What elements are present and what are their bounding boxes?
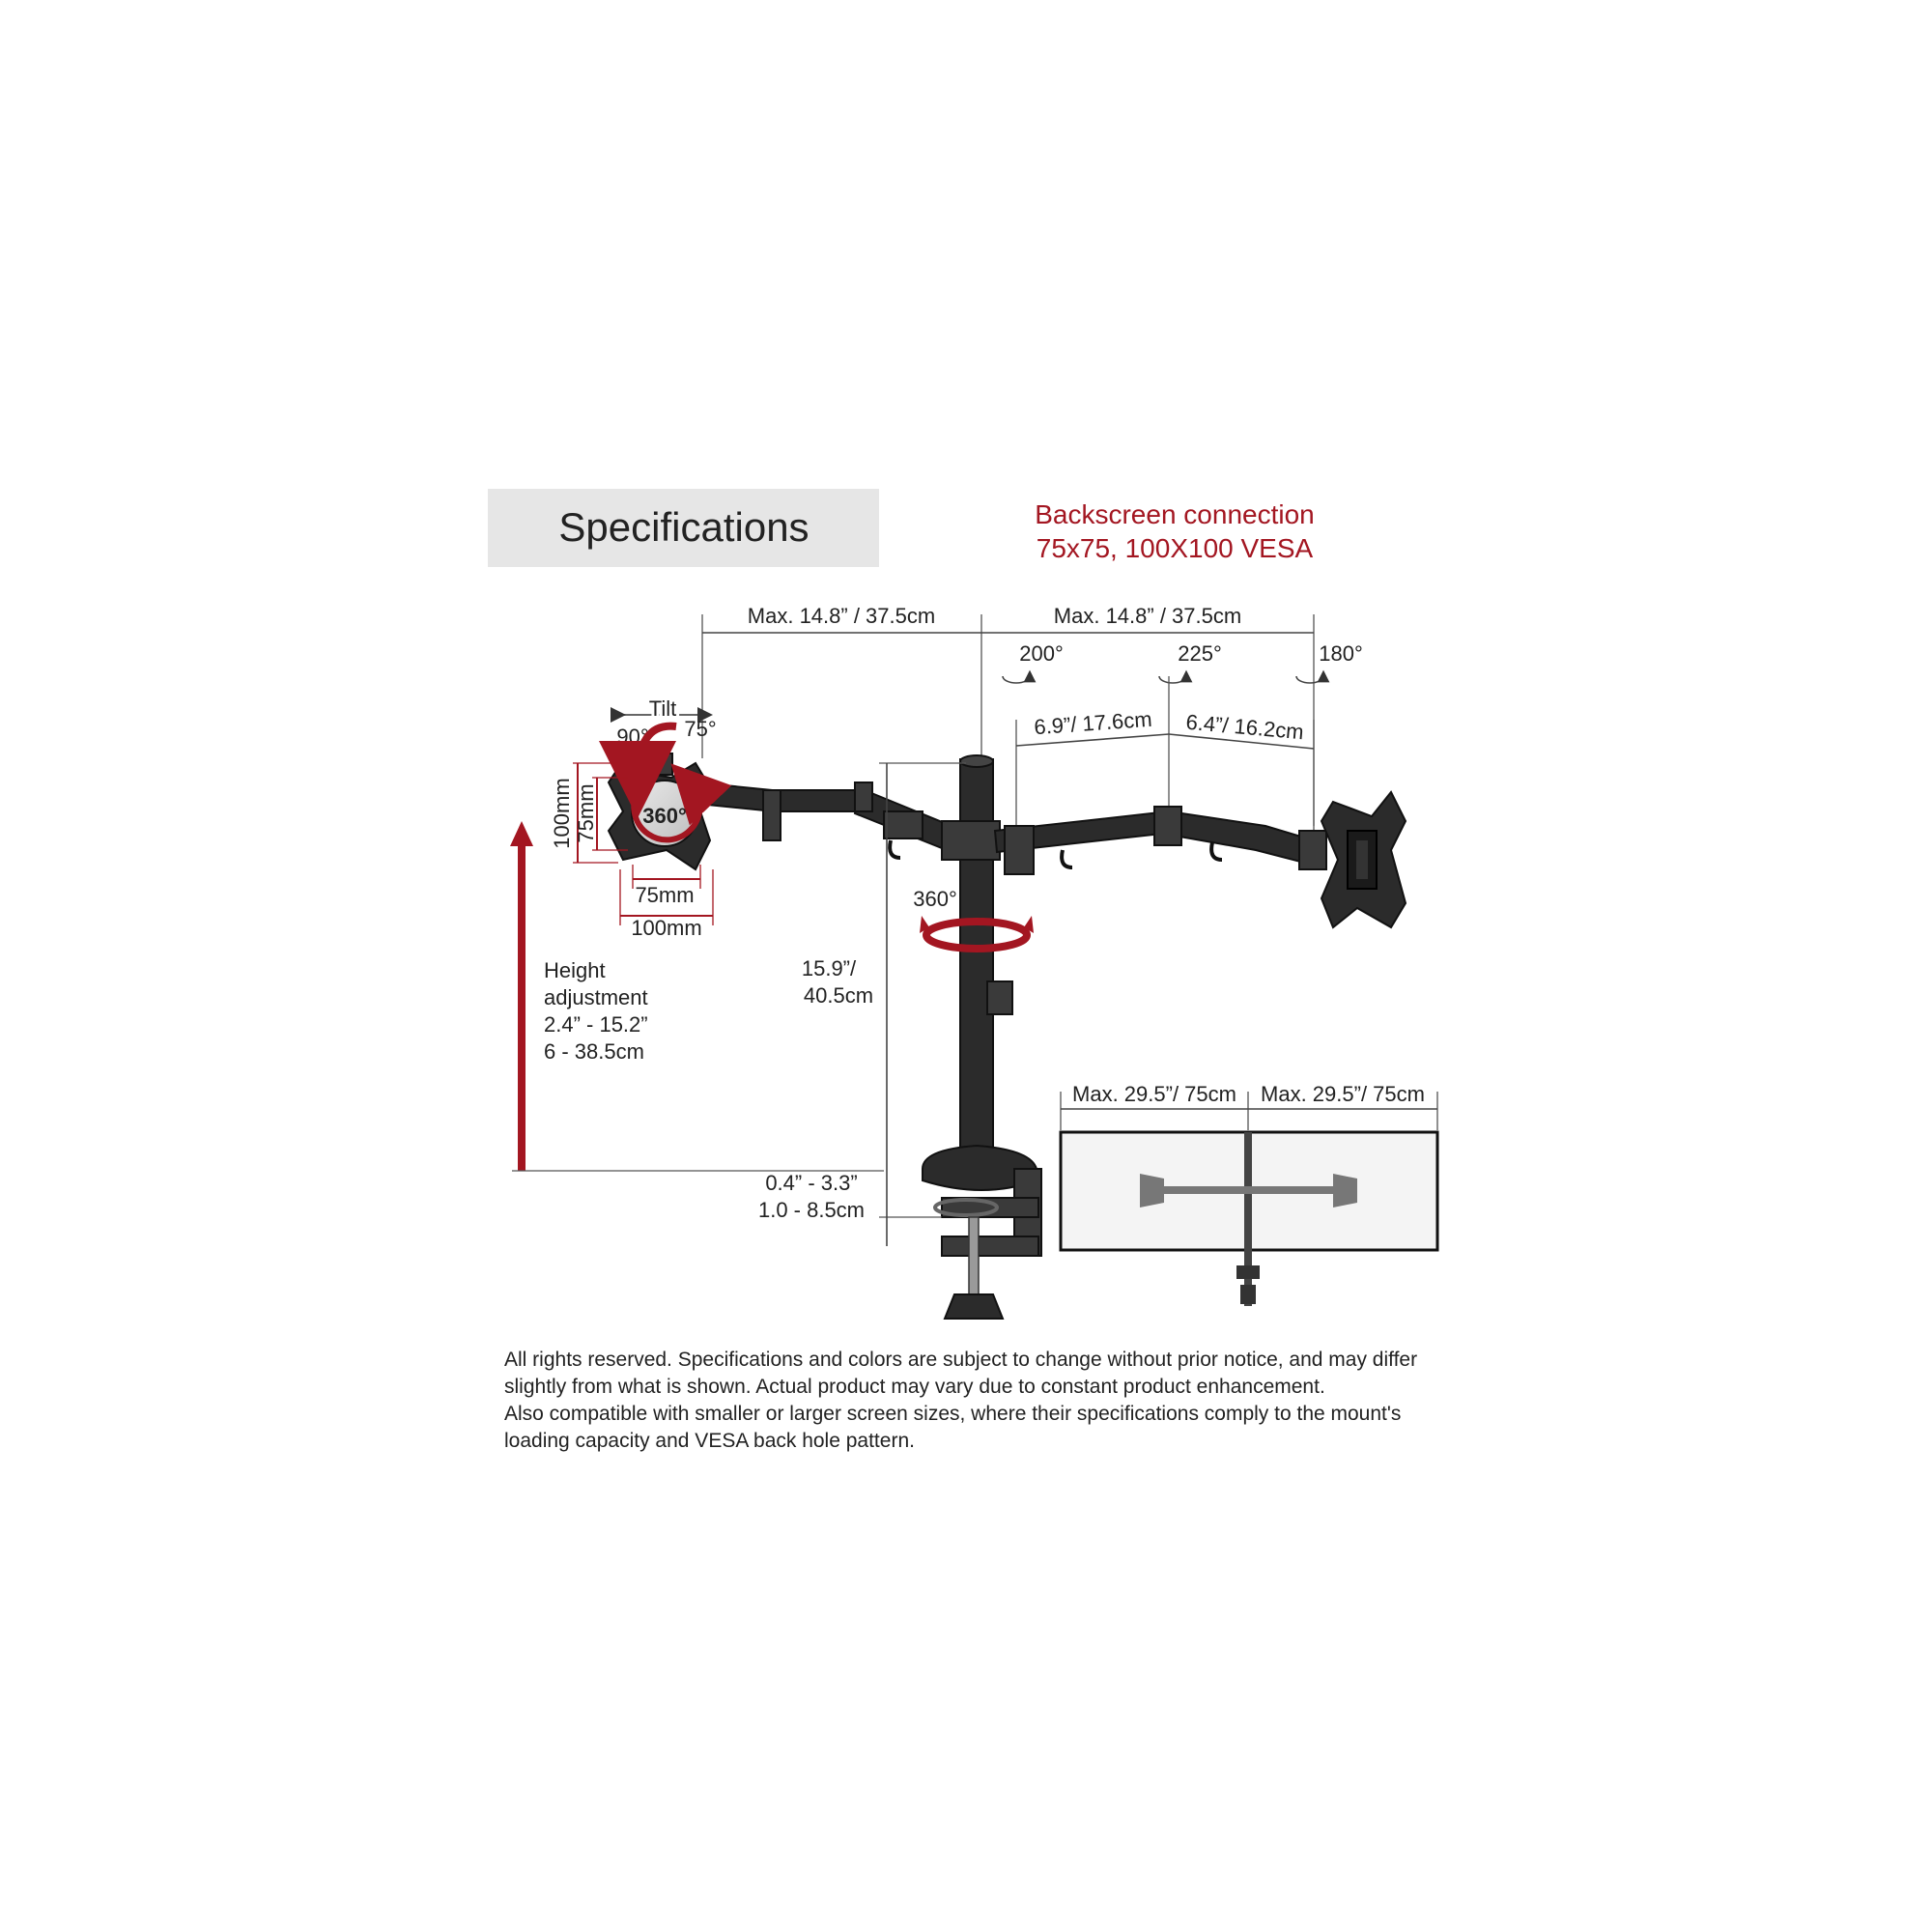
inner-segment-length: 6.9”/ 17.6cm [1034,707,1153,739]
footer-line3: Also compatible with smaller or larger s… [504,1403,1401,1425]
right-vesa-plate [1320,790,1407,929]
pole-height-dimension: 15.9”/ 40.5cm [802,762,966,1171]
pole-rotation: 360° [913,887,1034,952]
rotate-360-pole-icon [923,918,1031,952]
height-adj-line3: 2.4” - 15.2” [544,1012,648,1037]
joint-rotation-200: 200° [1019,641,1064,666]
desk-clamp [922,1144,1042,1320]
footer-line2: slightly from what is shown. Actual prod… [504,1376,1325,1398]
panel-rotation-label: 360° [642,804,687,828]
vesa-dimensions: 100mm 75mm 75mm 100mm [550,762,714,940]
tilt-indicator: Tilt 90° 75° [599,694,717,818]
joint-rotation-180: 180° [1319,641,1363,666]
footer-line4: loading capacity and VESA back hole patt… [504,1430,915,1452]
footer-line1: All rights reserved. Specifications and … [504,1349,1417,1371]
vesa-height-outer: 100mm [550,778,574,848]
footer-disclaimer: All rights reserved. Specifications and … [504,1349,1417,1452]
left-arm [694,781,1001,861]
connection-heading: Backscreen connection [1035,499,1315,529]
pole-height-line1: 15.9”/ [802,956,857,980]
rotate-arrow-icon [1002,669,1037,684]
left-arm-reach-label: Max. 14.8” / 37.5cm [748,604,935,628]
height-adj-line1: Height [544,958,606,982]
rotate-arrow-icon [1295,669,1330,684]
outer-segment-length: 6.4”/ 16.2cm [1185,710,1305,745]
page-title: Specifications [558,504,809,550]
height-adj-line4: 6 - 38.5cm [544,1039,644,1064]
pole-height-line2: 40.5cm [804,983,873,1008]
height-adjustment: Height adjustment 2.4” - 15.2” 6 - 38.5c… [510,821,884,1172]
height-adj-line2: adjustment [544,985,648,1009]
right-screen-max: Max. 29.5”/ 75cm [1261,1082,1425,1106]
joint-rotation-225: 225° [1178,641,1222,666]
joint-rotations: 200° 225° 180° [1002,641,1363,684]
vesa-width-outer: 100mm [631,916,701,940]
tilt-down-label: 75° [684,717,716,741]
clamp-dimension: 0.4” - 3.3” 1.0 - 8.5cm [758,1171,942,1246]
left-screen-max: Max. 29.5”/ 75cm [1072,1082,1236,1106]
screens-inset: Max. 29.5”/ 75cm Max. 29.5”/ 75cm [1059,1082,1439,1306]
vesa-standard: 75x75, 100X100 VESA [1037,533,1314,563]
tilt-label: Tilt [649,696,677,721]
clamp-range-cm: 1.0 - 8.5cm [758,1198,865,1222]
vesa-width-inner: 75mm [635,883,694,907]
title-box [488,489,879,567]
right-arm-reach-label: Max. 14.8” / 37.5cm [1054,604,1241,628]
reach-dimensions: Max. 14.8” / 37.5cm Max. 14.8” / 37.5cm [701,604,1315,826]
rotate-arrow-icon [1158,669,1193,684]
clamp-range-inches: 0.4” - 3.3” [765,1171,857,1195]
pole [959,754,1013,1166]
tilt-arrow-icon [599,722,677,818]
pole-rotation-label: 360° [913,887,957,911]
left-vesa-plate: 360° [607,753,732,871]
vesa-height-inner: 75mm [574,783,598,842]
right-arm [993,806,1327,875]
